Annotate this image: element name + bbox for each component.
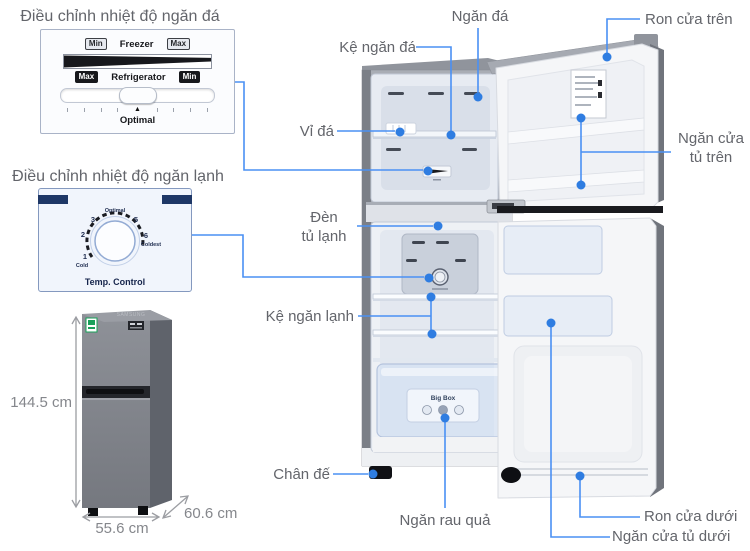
line-ke-ngan-lanh — [358, 300, 432, 331]
line-ron-cua-duoi — [579, 480, 640, 518]
brand-logo: SAMSUNG — [117, 312, 146, 318]
divider-shadow — [366, 202, 512, 205]
energy-label — [85, 317, 98, 333]
callout-vegetable-drawer: Ngăn rau quả — [399, 512, 491, 529]
dimension-arrows — [71, 315, 189, 522]
line-freezer-panel — [233, 81, 423, 171]
drawer-top-ledge — [373, 358, 502, 362]
dial-arc — [85, 211, 145, 258]
spec-sticker — [570, 69, 607, 119]
dial-num-3: 3 — [91, 215, 95, 224]
photo-foot-right — [138, 506, 148, 515]
slider-track — [60, 87, 215, 104]
photo-handle — [86, 389, 144, 394]
dial-outer-ring — [90, 216, 140, 266]
evaporator-vents — [406, 241, 466, 262]
interior-base — [373, 437, 504, 452]
middle-hinge — [486, 199, 663, 214]
big-box-label: Big Box — [431, 395, 456, 402]
dial-num-2: 2 — [81, 230, 85, 239]
dial-optimal-label: Optimal — [105, 208, 126, 214]
lower-door-bin-1 — [503, 225, 603, 275]
intensity-wedge — [64, 55, 211, 68]
intensity-wedge-bar — [63, 54, 212, 69]
fridge-shelf-1 — [372, 293, 503, 300]
freezer-label: Freezer — [119, 38, 154, 50]
callout-dots — [368, 52, 612, 481]
line-cooler-panel — [190, 234, 424, 278]
dial-num-6: 6 — [144, 231, 148, 240]
cabinet-left-edge — [362, 70, 371, 466]
fridge-diagram: Big Box — [361, 34, 664, 499]
fridge-min-badge: Min — [178, 71, 201, 83]
vegetable-drawer: Big Box — [376, 363, 510, 438]
line-ngan-cua-tu-tren — [580, 121, 671, 182]
model-badge — [128, 321, 144, 330]
callout-fridge-lamp: Đèn tủ lạnh — [301, 209, 347, 245]
cooler-control-panel: 1 2 3 5 6 Optimal Cold Coldest Temp. Con… — [38, 188, 192, 292]
lower-door-bin-2 — [503, 295, 613, 337]
callout-upper-door-bin: Ngăn cửa tủ trên — [678, 130, 744, 166]
photo-side-face — [150, 310, 172, 508]
line-ron-cua-tren — [606, 18, 640, 53]
fridge-shelf-2-shadow — [373, 335, 502, 337]
freezer-vents — [386, 92, 480, 151]
door-gasket-line-1 — [506, 468, 648, 470]
fridge-shelf-2 — [372, 329, 503, 336]
slider-handle — [118, 87, 157, 104]
fridge-product-photo: SAMSUNG — [71, 310, 189, 522]
callout-ice-tray: Vỉ đá — [299, 123, 334, 140]
callout-lower-door-gasket: Ron cửa dưới — [644, 508, 738, 525]
cooler-panel-title: Điều chỉnh nhiệt độ ngăn lạnh — [12, 168, 224, 185]
callout-freezer-shelf: Kệ ngăn đá — [339, 39, 416, 56]
upper-door — [486, 34, 664, 213]
compartment-divider — [366, 202, 512, 222]
callout-base-foot: Chân đế — [273, 466, 330, 483]
panel-hinge-bar-left — [38, 195, 68, 204]
photo-top-face — [82, 310, 172, 322]
upper-door-bin-lip-2 — [507, 169, 645, 193]
height-dimension: 144.5 cm — [10, 394, 72, 411]
optimal-pointer-icon: ▲ — [134, 106, 141, 113]
callout-fridge-shelf: Kệ ngăn lạnh — [265, 308, 354, 325]
callout-lines — [190, 18, 671, 538]
freezer-panel-title: Điều chỉnh nhiệt độ ngăn đá — [20, 8, 220, 25]
freezer-control-panel: Min Freezer Max Max Refrigerator Min ▲ O… — [40, 29, 235, 134]
depth-arrow — [163, 496, 188, 518]
temp-dial-graphic: 1 2 3 5 6 Optimal Cold Coldest Temp. Con… — [76, 208, 161, 287]
dial-cold-label: Cold — [76, 263, 88, 269]
upper-door-bin-lip-1 — [507, 117, 645, 145]
freezer-max-badge: Max — [166, 38, 191, 50]
depth-dimension: 60.6 cm — [184, 505, 238, 522]
callout-lower-door-bin: Ngăn cửa tủ dưới — [612, 528, 731, 545]
dial-num-5: 5 — [134, 215, 138, 224]
line-ngan-cua-tu-duoi — [550, 327, 610, 538]
door-roller-foot — [501, 467, 521, 483]
photo-foot-left — [88, 508, 98, 516]
fridge-max-badge: Max — [74, 71, 99, 83]
dial-num-1: 1 — [83, 252, 87, 261]
freezer-shelf-lip — [373, 137, 496, 139]
panel-hinge-bar-right — [162, 195, 192, 204]
dial-knob — [94, 220, 136, 262]
photo-front-face — [82, 314, 150, 508]
callout-upper-door-gasket: Ron cửa trên — [645, 11, 733, 28]
dial-coldest-label: Coldest — [141, 242, 161, 248]
temp-control-label: Temp. Control — [85, 277, 145, 287]
photo-door-split — [82, 398, 150, 400]
lower-door-plateau — [524, 356, 632, 452]
line-ke-ngan-da — [416, 46, 452, 131]
callout-freezer-compartment: Ngăn đá — [451, 8, 509, 25]
refrigerator-label: Refrigerator — [111, 71, 166, 83]
lower-door — [497, 217, 664, 499]
freezer-min-badge: Min — [84, 38, 107, 50]
slider-ticks: ▲ — [67, 106, 208, 114]
width-dimension: 55.6 cm — [95, 520, 149, 537]
fridge-shelf-1-shadow — [373, 299, 502, 301]
optimal-label: Optimal — [119, 115, 156, 126]
